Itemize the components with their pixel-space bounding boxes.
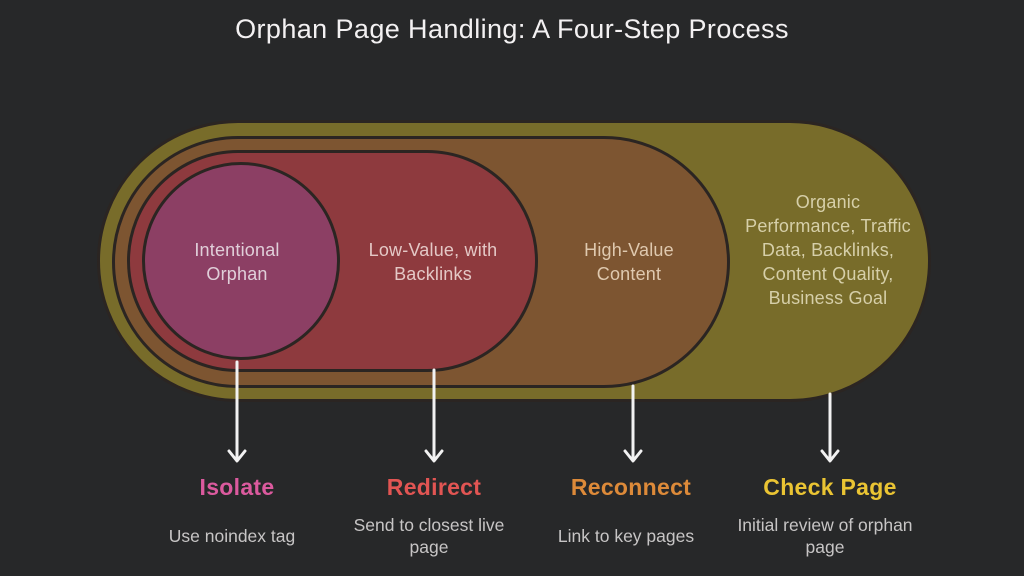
arrow-down-check-page-icon: [820, 392, 840, 463]
step-redirect-label: Redirect: [386, 474, 482, 500]
step-redirect-description: Send to closest live page: [353, 515, 505, 557]
step-isolate-label: Isolate: [199, 474, 275, 500]
step-reconnect-description: Link to key pages: [557, 526, 695, 546]
ring-intentional-orphan: [142, 162, 340, 360]
ring-label-intentional-orphan: Intentional Orphan: [194, 240, 280, 284]
step-check-page-description: Initial review of orphan page: [737, 515, 913, 557]
page-title: Orphan Page Handling: A Four-Step Proces…: [235, 14, 789, 44]
ring-label-high-value-content: High-Value Content: [584, 240, 674, 284]
ring-label-low-value-backlinks: Low-Value, with Backlinks: [368, 240, 498, 284]
ring-label-organic-performance: Organic Performance, Traffic Data, Backl…: [745, 192, 911, 308]
step-reconnect-label: Reconnect: [570, 474, 692, 500]
step-isolate-description: Use noindex tag: [168, 526, 296, 546]
step-check-page-label: Check Page: [763, 474, 897, 500]
